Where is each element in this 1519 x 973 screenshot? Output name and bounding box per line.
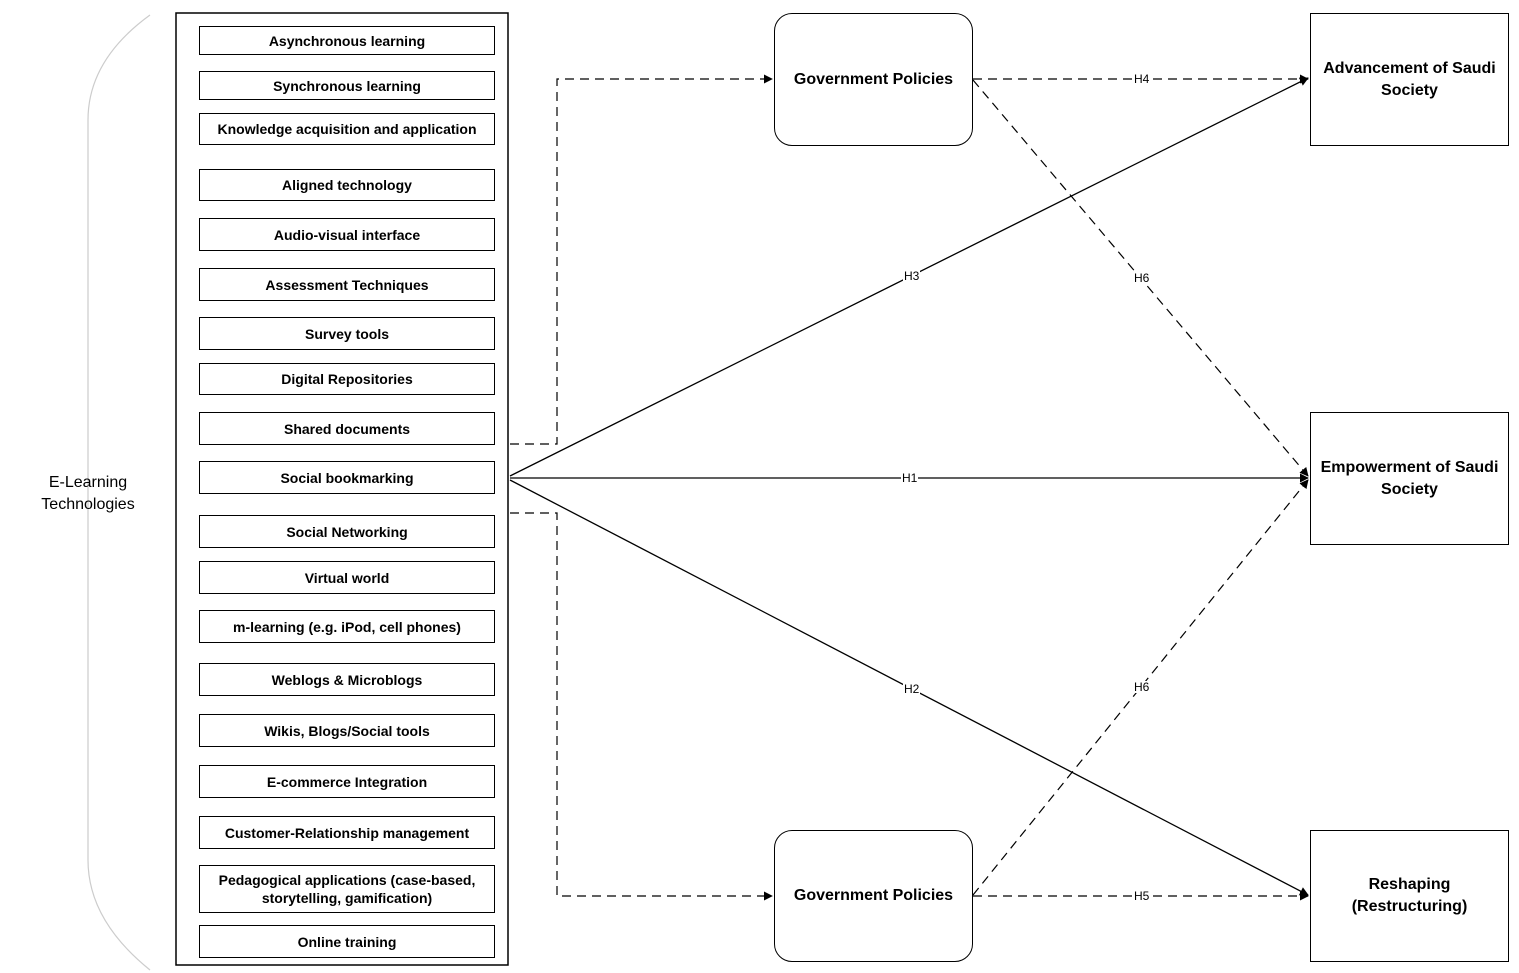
item-box-13: Weblogs & Microblogs [199,663,495,696]
empowerment-node: Empowerment of Saudi Society [1310,412,1509,545]
item-box-7: Digital Repositories [199,363,495,395]
item-box-5: Assessment Techniques [199,268,495,301]
item-box-3: Aligned technology [199,169,495,201]
reshaping-node: Reshaping (Restructuring) [1310,830,1509,962]
item-box-2: Knowledge acquisition and application [199,113,495,145]
h6-top-label: H6 [1133,271,1151,285]
group-label: E-Learning Technologies [41,474,135,513]
advancement-node: Advancement of Saudi Society [1310,13,1509,146]
item-box-11: Virtual world [199,561,495,594]
group-brace [87,14,151,971]
item-box-10: Social Networking [199,515,495,548]
item-box-8: Shared documents [199,412,495,445]
item-box-9: Social bookmarking [199,461,495,494]
item-box-14: Wikis, Blogs/Social tools [199,714,495,747]
dashed-to-top-policy [510,74,773,445]
item-box-6: Survey tools [199,317,495,350]
item-box-12: m-learning (e.g. iPod, cell phones) [199,610,495,643]
item-box-4: Audio-visual interface [199,218,495,251]
dashed-to-bottom-policy [510,512,773,901]
item-box-0: Asynchronous learning [199,26,495,55]
item-box-17: Pedagogical applications (case-based, st… [199,865,495,913]
government-policies-bottom: Government Policies [774,830,973,962]
item-box-15: E-commerce Integration [199,765,495,798]
h1-label: H1 [901,471,919,485]
item-box-16: Customer-Relationship management [199,816,495,849]
h2-label: H2 [903,682,921,696]
h4-label: H4 [1133,72,1151,86]
item-box-18: Online training [199,925,495,958]
h6-bottom-label: H6 [1133,680,1151,694]
h5-label: H5 [1133,889,1151,903]
government-policies-top: Government Policies [774,13,973,146]
item-box-1: Synchronous learning [199,71,495,100]
h3-label: H3 [903,269,921,283]
technologies-container [175,12,509,966]
